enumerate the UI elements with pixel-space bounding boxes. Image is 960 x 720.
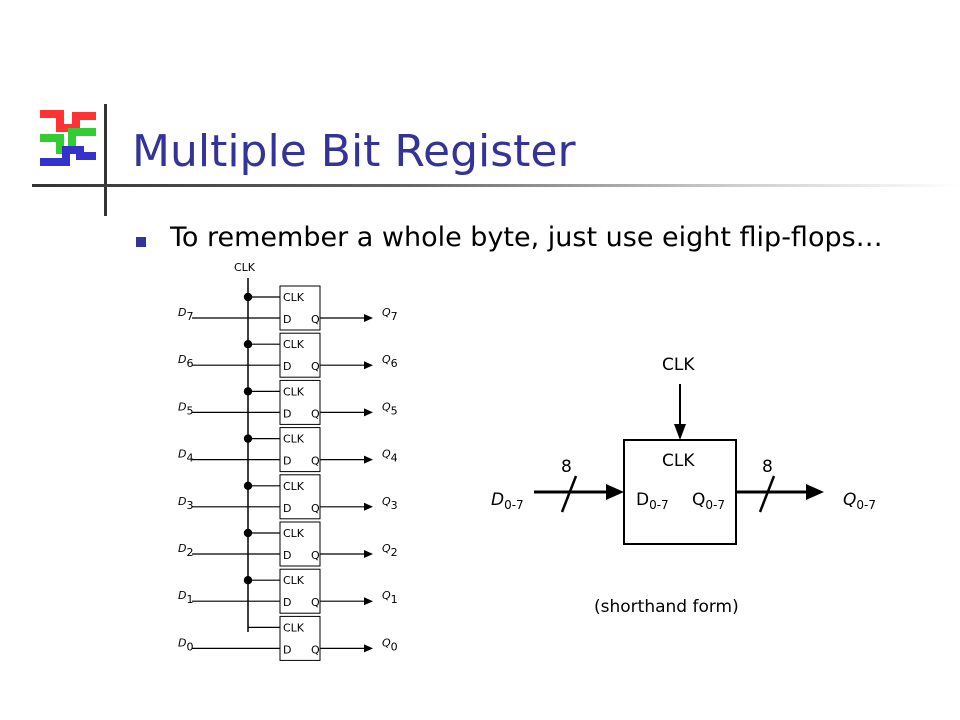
output-arrowhead [364,455,373,464]
flip-flop-4: CLK D Q D4 Q4 [178,427,398,473]
flip-flop-d-label: D [283,502,291,515]
flip-flop-2: CLK D Q D2 Q2 [178,521,398,567]
logo-icon [40,110,96,166]
shorthand-register: CLK CLK D0-7 Q0-7 D0-7 8 8 Q0-7 (shortha… [491,355,876,617]
flip-flop-clk-label: CLK [283,291,305,304]
flip-flop-clk-label: CLK [283,574,305,587]
shorthand-clock-arrowhead [674,424,686,440]
flip-flop-box [279,379,321,425]
output-arrowhead [364,502,373,511]
input-label: D4 [178,448,193,465]
flip-flop-7: CLK D Q D7 Q7 [178,285,398,331]
flip-flop-d-label: D [283,643,291,656]
clock-junction-dot [243,292,253,302]
flip-flop-box [279,474,321,520]
shorthand-input-label: D0-7 [491,490,524,512]
title-horizontal-rule [32,184,960,187]
flip-flop-d-label: D [283,455,291,468]
shorthand-box-clk-label: CLK [662,451,695,471]
shorthand-output-arrowhead [806,484,824,500]
clock-junction-dot [243,576,253,585]
shorthand-box-d-label: D0-7 [636,490,669,512]
flip-flop-box [279,521,321,567]
title-vertical-rule [104,104,107,216]
shorthand-box [623,439,737,545]
flip-flop-d-label: D [283,549,291,562]
shorthand-input-width-label: 8 [561,457,572,477]
output-label: Q3 [382,495,398,512]
output-label: Q4 [382,448,398,465]
flip-flop-box [279,615,321,661]
flip-flop-q-label: Q [311,643,320,656]
flip-flop-q-label: Q [311,596,320,609]
flip-flop-6: CLK D Q D6 Q6 [178,332,398,378]
bullet-marker [136,237,146,247]
flip-flop-d-label: D [283,313,291,326]
flip-flop-clk-label: CLK [283,527,305,540]
flip-flop-box [279,285,321,331]
output-label: Q2 [382,542,398,559]
output-label: Q0 [382,636,398,653]
input-label: D7 [178,306,193,323]
flip-flop-q-label: Q [311,455,320,468]
flip-flop-1: CLK D Q D1 Q1 [178,568,398,614]
output-arrowhead [364,597,373,606]
shorthand-output-width-slash [758,475,776,513]
input-label: D0 [178,636,193,653]
clock-junction-dot [243,387,253,396]
clock-junction-dot [243,528,253,538]
flip-flop-clk-label: CLK [283,385,305,398]
input-label: D3 [178,495,193,512]
flip-flop-q-label: Q [311,313,320,326]
input-label: D5 [178,400,193,417]
flip-flop-box [279,427,321,473]
shorthand-output-width-label: 8 [762,457,773,477]
output-label: Q5 [382,400,398,417]
output-arrowhead [364,550,373,558]
clock-junction-dot [243,340,253,349]
output-label: Q1 [382,589,398,606]
flip-flop-d-label: D [283,360,291,373]
shorthand-input-arrowhead [606,484,624,500]
output-arrowhead [364,361,373,370]
input-label: D2 [178,542,193,559]
output-label: Q7 [382,306,398,323]
page-title: Multiple Bit Register [132,126,576,177]
shorthand-input-width-slash [560,475,578,513]
output-arrowhead [364,314,373,322]
flip-flop-box [279,332,321,378]
flip-flop-clk-label: CLK [283,621,305,634]
flip-flop-d-label: D [283,407,291,420]
flip-flop-q-label: Q [311,549,320,562]
flip-flop-clk-label: CLK [283,480,305,493]
flip-flop-q-label: Q [311,502,320,515]
register-clock-label: CLK [234,261,256,274]
flip-flop-clk-label: CLK [283,433,305,446]
shorthand-caption: (shorthand form) [594,597,739,617]
flip-flop-q-label: Q [311,407,320,420]
shorthand-clock-label: CLK [662,355,695,375]
input-label: D6 [178,353,193,370]
output-arrowhead [364,408,373,417]
clock-junction-dot [243,481,253,490]
shorthand-box-q-label: Q0-7 [692,490,725,512]
output-arrowhead [364,644,373,653]
shorthand-output-label: Q0-7 [843,490,876,512]
flip-flop-clk-label: CLK [283,338,305,351]
flip-flop-q-label: Q [311,360,320,373]
flip-flop-d-label: D [283,596,291,609]
output-label: Q6 [382,353,398,370]
clock-junction-dot [243,434,253,443]
input-label: D1 [178,589,193,606]
flip-flop-5: CLK D Q D5 Q5 [178,379,398,425]
flip-flop-0: CLK D Q D0 Q0 [178,615,398,661]
bullet-text: To remember a whole byte, just use eight… [170,222,883,253]
flip-flop-box [279,568,321,614]
flip-flop-3: CLK D Q D3 Q3 [178,474,398,520]
